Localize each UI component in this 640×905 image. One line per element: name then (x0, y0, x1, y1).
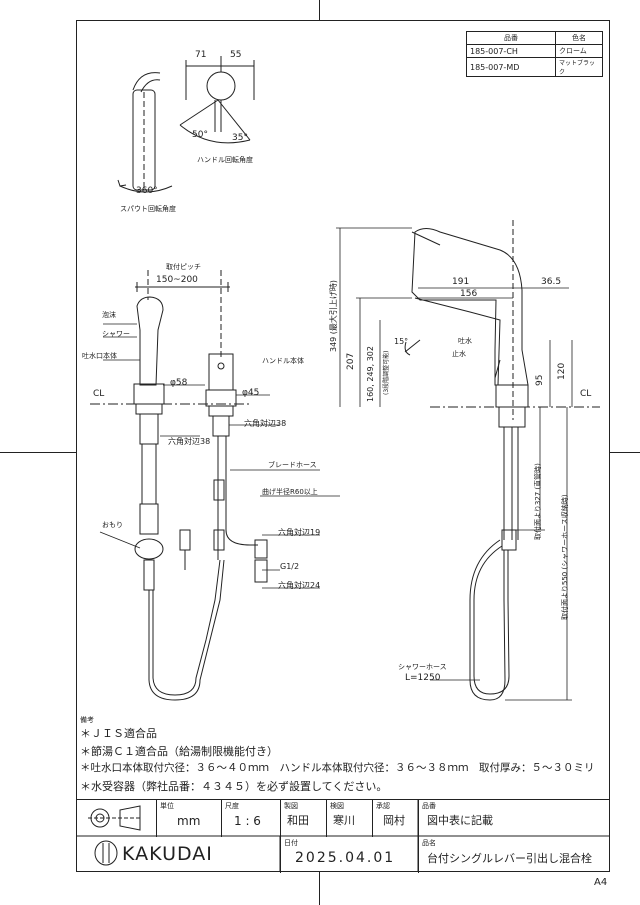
dim-55: 55 (230, 50, 242, 60)
discharge-label: 吐水 (458, 337, 472, 345)
dim-36-5: 36.5 (541, 277, 562, 287)
top-view-spout (117, 72, 173, 193)
shower-label: シャワー (102, 330, 130, 338)
scale-caption: 尺度 (225, 802, 239, 810)
paper-size: A4 (594, 877, 608, 888)
dim-349: 349 (最大引上げ時) (329, 279, 338, 352)
front-view-handle (179, 353, 268, 583)
angle-50: 50° (192, 130, 208, 140)
brand-name: KAKUDAI (122, 843, 213, 865)
approved-value: 岡村 (383, 814, 405, 827)
checked-value: 寒川 (333, 814, 355, 827)
dim-range: 160, 249, 302 (366, 346, 375, 402)
date-cell: 日付 2025.04.01 (280, 837, 418, 873)
drawing-frame (76, 20, 610, 872)
cl-left: CL (93, 389, 105, 399)
dim-95: 95 (535, 374, 545, 386)
angle-360: 360° (136, 186, 158, 196)
dim-550: 取付面より550 (シャワーホース収納時) (561, 494, 569, 620)
parts-table: 品番 色名 185-007-CH クローム 185-007-MD マットブラック (466, 31, 603, 77)
spout-body-label: 吐水口本体 (82, 352, 117, 360)
date-value: 2025.04.01 (295, 850, 396, 866)
side-view-dimensions (336, 227, 573, 701)
front-view-dimensions (99, 323, 340, 589)
cl-right: CL (580, 389, 592, 399)
notes-label: 備考 (80, 716, 94, 724)
braid-hose-label: ブレードホース (268, 461, 317, 469)
drawn-value: 和田 (287, 814, 309, 827)
stop-label: 止水 (452, 350, 466, 358)
brand-logo-mark (94, 840, 118, 866)
parts-code-2: 185-007-MD (466, 57, 556, 77)
name-caption: 品名 (422, 839, 436, 847)
dim-range-note: (3段階調整可能) (383, 350, 390, 396)
dim-191: 191 (452, 277, 470, 287)
hex19-label: 六角対辺19 (278, 528, 321, 537)
note-line-1: ＊ＪＩＳ適合品 (80, 727, 157, 740)
handle-rotation-label: ハンドル回転角度 (197, 156, 253, 164)
pitch-label: 取付ピッチ (166, 263, 201, 271)
scale-value: 1 : 6 (234, 814, 261, 828)
weight-label: おもり (102, 521, 123, 529)
unit-cell: 単位 mm (156, 800, 226, 837)
handle-body-label: ハンドル本体 (262, 357, 304, 365)
drawing-no-caption: 品番 (422, 802, 436, 810)
pitch-value: 150~200 (156, 275, 198, 285)
title-block: 単位 mm 尺度 1 : 6 製図 和田 検図 寒川 承認 岡村 品番 図中表に… (76, 799, 610, 873)
top-view-handle (179, 56, 255, 144)
spout-rotation-label: スパウト回転角度 (120, 205, 176, 213)
approved-caption: 承認 (376, 802, 390, 810)
drawing-no-value: 図中表に記載 (427, 814, 493, 827)
parts-color-2: マットブラック (555, 57, 603, 77)
dia-58: φ58 (170, 378, 188, 388)
shower-hose-label: シャワーホース (398, 663, 447, 671)
side-view-faucet (404, 228, 529, 701)
date-caption: 日付 (284, 839, 298, 847)
approved-cell: 承認 岡村 (372, 800, 418, 837)
drawing-no-cell: 品番 図中表に記載 (418, 800, 610, 837)
dim-156: 156 (460, 289, 478, 299)
dim-120: 120 (557, 362, 567, 380)
foam-label: 泡沫 (102, 311, 116, 319)
hex24-label: 六角対辺24 (278, 581, 321, 590)
note-line-3: ＊吐水口本体取付穴径：３６～４０ｍｍ ハンドル本体取付穴径：３６～３８ｍｍ 取付… (80, 762, 595, 774)
scale-cell: 尺度 1 : 6 (221, 800, 281, 837)
angle-35: 35° (232, 133, 248, 143)
notes-section: 備考 ＊ＪＩＳ適合品 ＊節湯Ｃ１適合品（給湯制限機能付き） ＊吐水口本体取付穴径… (80, 716, 595, 795)
note-line-2: ＊節湯Ｃ１適合品（給湯制限機能付き） (80, 744, 278, 758)
unit-value: mm (177, 814, 201, 828)
drawn-cell: 製図 和田 (280, 800, 326, 837)
checked-caption: 検図 (330, 802, 344, 810)
bend-radius-label: 曲げ半径R60以上 (262, 488, 318, 496)
checked-cell: 検図 寒川 (326, 800, 372, 837)
drawn-caption: 製図 (284, 802, 298, 810)
note-line-4: ＊水受容器（弊社品番：４３４５）を必ず設置してください。 (80, 779, 388, 793)
projection-symbol (88, 805, 141, 831)
name-cell: 品名 台付シングルレバー引出し混合栓 (418, 837, 610, 873)
hose-length: L=1250 (405, 673, 441, 683)
dim-327: 取付面より327 (直管時) (534, 463, 542, 540)
dia-45: φ45 (242, 388, 260, 398)
hex38-right: 六角対辺38 (244, 419, 287, 428)
hex38-left: 六角対辺38 (168, 437, 211, 446)
dim-71: 71 (195, 50, 207, 60)
g12-label: G1/2 (280, 562, 300, 571)
unit-caption: 単位 (160, 802, 174, 810)
front-view-spout (133, 270, 230, 701)
dim-207: 207 (346, 352, 356, 370)
name-value: 台付シングルレバー引出し混合栓 (427, 852, 592, 865)
angle-15: 15° (394, 337, 409, 346)
